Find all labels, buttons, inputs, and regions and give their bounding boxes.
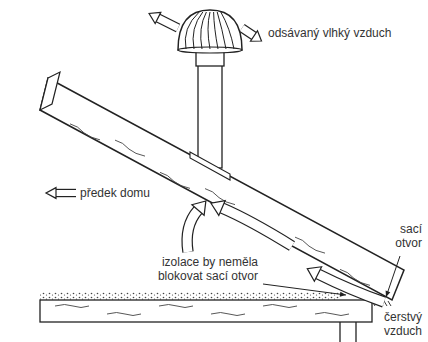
air-arrow (187, 210, 198, 252)
wall-stud (339, 322, 340, 342)
label-text: izolace by neměla blokovat sací otvor (138, 255, 258, 283)
air-arrow (187, 210, 198, 252)
air-arrow (222, 208, 292, 246)
rafter (40, 78, 404, 300)
grain-line (70, 124, 100, 140)
flashing (190, 152, 230, 180)
air-arrow (242, 28, 254, 36)
air-arrow (318, 274, 384, 302)
leader-line (386, 256, 400, 297)
air-arrow (158, 18, 178, 28)
leader-head (386, 291, 391, 297)
grain-line (295, 237, 325, 253)
turbine-vane (217, 12, 226, 49)
turbine-vanes (185, 12, 234, 49)
air-arrow-head (46, 188, 56, 199)
air-arrow (56, 189, 76, 197)
label-text: předek domu (80, 186, 164, 200)
turbine-vane (185, 12, 199, 49)
vent-slot (388, 301, 391, 306)
vent-slot (384, 301, 387, 306)
air-arrows (46, 12, 400, 302)
label-text: sací otvor (380, 222, 422, 250)
grain-line (115, 140, 145, 156)
air-arrow (56, 190, 76, 196)
air-arrow-head (251, 31, 262, 41)
vent-pipe (198, 64, 222, 168)
ceiling-joist (40, 300, 372, 322)
insulation (40, 292, 340, 300)
grain-line (263, 305, 297, 308)
air-arrow-head (192, 201, 206, 215)
grain-line (107, 313, 141, 316)
turbine-vane (214, 12, 218, 49)
air-arrow (242, 28, 254, 36)
air-arrow-head (307, 267, 321, 281)
label-text: odsávaný vlhký vzduch (268, 26, 422, 40)
grain-line (159, 305, 193, 308)
grain-line (160, 172, 190, 188)
air-arrow-head (149, 12, 161, 23)
grain-line (55, 305, 89, 308)
leader-head (340, 292, 346, 297)
turbine-head (178, 10, 242, 50)
grain-line (211, 313, 245, 316)
wood-grain (55, 124, 370, 316)
leader-line (263, 284, 346, 295)
rafter-end (40, 72, 60, 110)
wall-stud (355, 322, 356, 342)
turbine-vane (221, 12, 234, 49)
air-arrow (222, 208, 292, 246)
air-arrow (318, 274, 384, 302)
air-arrow (158, 18, 178, 28)
turbine-vane (201, 12, 207, 49)
air-arrow-head (211, 201, 225, 216)
label-text: čerstvý vzduch (372, 310, 422, 338)
grain-line (315, 313, 349, 316)
turbine-vane (208, 12, 210, 49)
